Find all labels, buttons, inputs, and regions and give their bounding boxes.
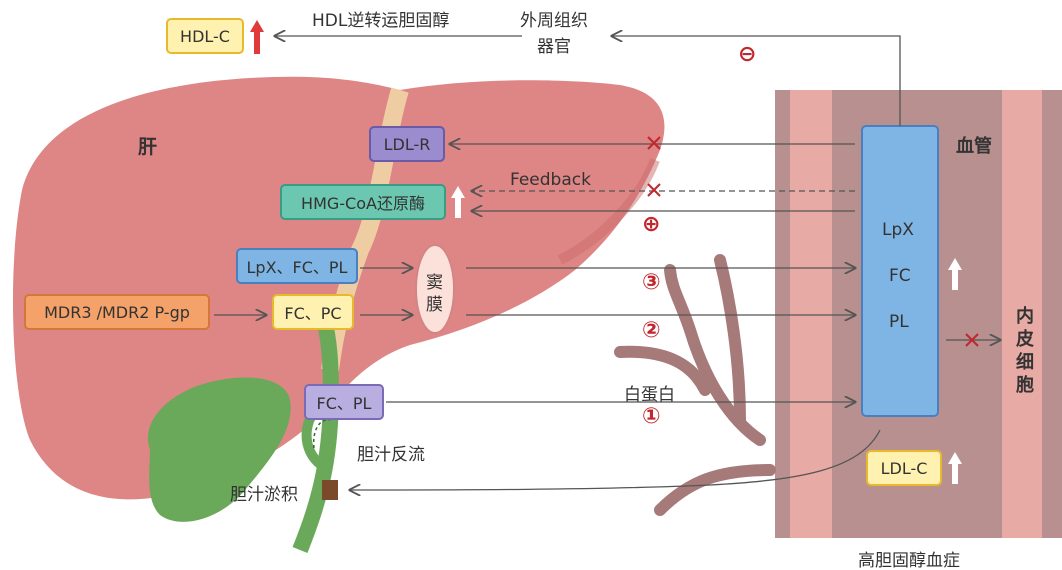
hmgcoa-label: HMG-CoA还原酶	[301, 194, 425, 213]
vessel-pl-label: PL	[889, 312, 909, 332]
sinus-membrane	[415, 244, 455, 334]
vessel-fc-label: FC	[889, 266, 911, 286]
cross-icon-feedback	[647, 183, 661, 197]
vessel-wall-inner-left	[790, 90, 832, 538]
minus-circle-icon: ⊖	[738, 42, 757, 67]
vessel-wall-inner-right	[1002, 90, 1042, 538]
ldlc-box: LDL-C	[866, 450, 942, 486]
vessel-lpx-label: LpX	[882, 220, 914, 240]
hdl-reverse-label: HDL逆转运胆固醇	[312, 11, 450, 31]
sinus-label-line1: 窦	[426, 273, 443, 293]
plus-circle-icon: ⊕	[642, 212, 661, 237]
fc-pc-label: FC、PC	[284, 304, 342, 323]
endothelial-label-3: 细	[1016, 352, 1034, 373]
feedback-label: Feedback	[510, 170, 591, 190]
endothelial-label-1: 内	[1016, 306, 1034, 327]
arrow-to-peripheral	[612, 36, 901, 126]
sinus-label-line2: 膜	[426, 295, 443, 315]
vessel-branches	[614, 254, 776, 516]
hdlc-box: HDL-C	[166, 18, 244, 54]
ldlr-box: LDL-R	[369, 126, 445, 162]
lpx-fc-pl-label: LpX、FC、PL	[246, 258, 348, 277]
bile-duct-blockage	[322, 480, 338, 500]
hypercholesterolemia-label: 高胆固醇血症	[858, 551, 960, 570]
cross-icon-ldlr	[647, 136, 661, 150]
cross-icon-endothelial	[965, 333, 979, 347]
mdr-label: MDR3 /MDR2 P-gp	[44, 302, 190, 322]
route-2-number: ②	[642, 318, 661, 343]
liver-label: 肝	[138, 136, 158, 158]
vessel-label: 血管	[956, 136, 992, 157]
hmgcoa-box: HMG-CoA还原酶	[280, 184, 446, 220]
arrow-to-cholestasis	[350, 429, 881, 490]
fc-pl-label: FC、PL	[316, 394, 372, 413]
hdlc-label: HDL-C	[180, 26, 230, 46]
peripheral-label-line1: 外周组织	[520, 11, 588, 31]
ldlr-label: LDL-R	[383, 134, 431, 154]
bile-reflux-label: 胆汁反流	[357, 445, 425, 465]
route-1-number: ①	[642, 404, 661, 429]
gallbladder	[148, 377, 291, 522]
ldlc-label: LDL-C	[880, 458, 928, 478]
lpx-fc-pl-box: LpX、FC、PL	[236, 248, 358, 284]
endothelial-label-4: 胞	[1016, 375, 1034, 396]
liver-lobe-edge	[557, 158, 660, 265]
route-3-number: ③	[642, 270, 661, 295]
mdr-box: MDR3 /MDR2 P-gp	[24, 294, 210, 330]
endothelial-label-2: 皮	[1016, 329, 1034, 350]
fc-pl-box: FC、PL	[304, 384, 384, 420]
peripheral-label-line2: 器官	[537, 37, 571, 57]
fc-pc-box: FC、PC	[272, 294, 354, 330]
albumin-label: 白蛋白	[624, 385, 675, 405]
cholestasis-label: 胆汁淤积	[230, 485, 298, 505]
